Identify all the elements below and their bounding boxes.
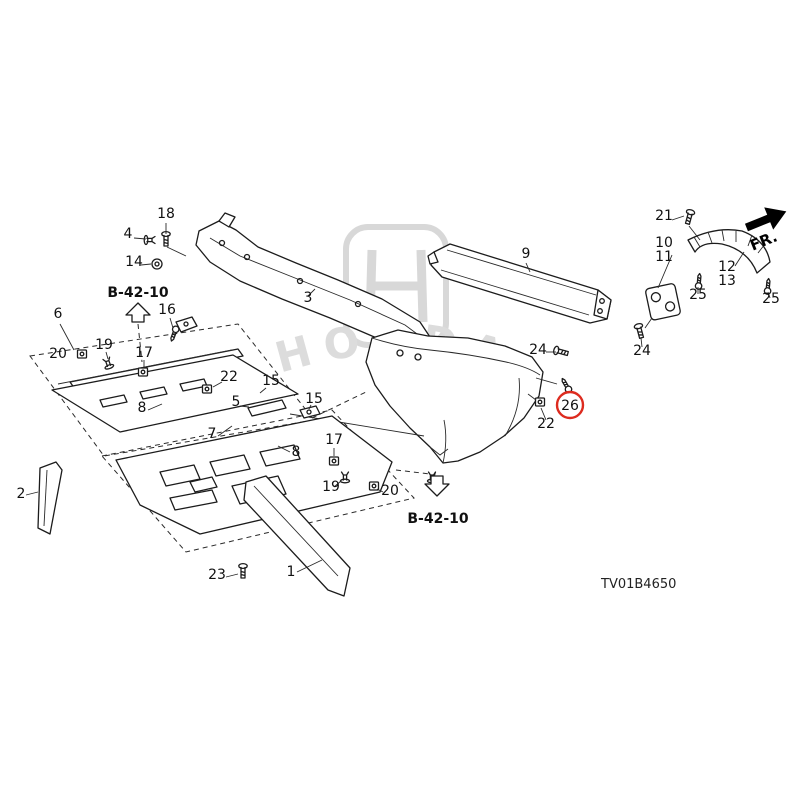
callout-2[interactable]: 2: [17, 486, 26, 502]
ref-b4210-top: B-42-10: [107, 285, 169, 323]
callout-26-highlighted[interactable]: 26: [561, 398, 579, 414]
part-9-reinforcement-beam: [427, 243, 612, 324]
callout-13[interactable]: 13: [718, 273, 736, 289]
fastener-clip-20-left: [76, 349, 88, 359]
fastener-clip-22-right: [534, 397, 546, 407]
fastener-clip-17-center: [328, 456, 340, 466]
callout-19-center[interactable]: 19: [322, 479, 340, 495]
callout-21[interactable]: 21: [655, 208, 673, 224]
part-2-side-garnish: [37, 461, 63, 535]
bracket-10-11: [645, 283, 681, 321]
callout-19-left[interactable]: 19: [95, 337, 113, 353]
fastener-bolt-21: [682, 208, 696, 226]
callout-17-left[interactable]: 17: [135, 345, 153, 361]
fastener-clip-4: [143, 234, 156, 246]
ref-b4210-bottom: B-42-10: [407, 475, 469, 527]
bumper-face: [289, 329, 544, 464]
callout-25-left[interactable]: 25: [689, 287, 707, 303]
highlight-circle-26: [555, 390, 585, 420]
bracket-5: [247, 399, 287, 417]
bracket-15-right: [299, 405, 321, 419]
callout-11[interactable]: 11: [655, 249, 673, 265]
callout-8-right[interactable]: 8: [292, 444, 301, 460]
fastener-clip-22-left: [201, 384, 213, 394]
callout-24-right[interactable]: 24: [633, 343, 651, 359]
ref-arrow-down-icon: [424, 475, 450, 497]
fastener-grommet-14: [151, 258, 163, 270]
callout-6[interactable]: 6: [54, 306, 63, 322]
ref-arrow-up-icon: [125, 302, 151, 323]
callout-16[interactable]: 16: [158, 302, 176, 318]
callout-9[interactable]: 9: [522, 246, 531, 262]
callout-3[interactable]: 3: [304, 290, 313, 306]
fastener-bolt-23: [238, 562, 248, 579]
callout-24-left[interactable]: 24: [529, 342, 547, 358]
callout-20-left[interactable]: 20: [49, 346, 67, 362]
fr-direction-label: FR.: [747, 227, 780, 254]
callout-5[interactable]: 5: [232, 394, 241, 410]
stay-12-13: [687, 229, 771, 274]
callout-12[interactable]: 12: [718, 259, 736, 275]
fastener-clip-17-left: [137, 367, 149, 377]
callout-14[interactable]: 14: [125, 254, 143, 270]
fr-arrow-icon: [744, 207, 787, 232]
callout-17-center[interactable]: 17: [325, 432, 343, 448]
callout-20-center[interactable]: 20: [381, 483, 399, 499]
callout-1[interactable]: 1: [287, 564, 296, 580]
callout-10[interactable]: 10: [655, 235, 673, 251]
callout-18[interactable]: 18: [157, 206, 175, 222]
callout-22-right[interactable]: 22: [537, 416, 555, 432]
diagram-code: TV01B4650: [600, 577, 676, 592]
part-1-skid-garnish: [243, 475, 351, 597]
ref-label-b4210-top[interactable]: B-42-10: [107, 285, 169, 301]
callout-15-right[interactable]: 15: [305, 391, 323, 407]
callout-4[interactable]: 4: [124, 226, 133, 242]
ref-label-b4210-bottom[interactable]: B-42-10: [407, 511, 469, 527]
fastener-bolt-24-right: [633, 322, 647, 340]
callout-25-right[interactable]: 25: [762, 291, 780, 307]
callout-23[interactable]: 23: [208, 567, 226, 583]
callouts: 18 4 14 16 3 9 21 10 11 12 13 25 25 6 20…: [17, 206, 780, 583]
callout-15-left[interactable]: 15: [262, 373, 280, 389]
callout-7[interactable]: 7: [208, 426, 217, 442]
leader-lines: [25, 215, 771, 578]
callout-22-left[interactable]: 22: [220, 369, 238, 385]
callout-8-left[interactable]: 8: [138, 400, 147, 416]
